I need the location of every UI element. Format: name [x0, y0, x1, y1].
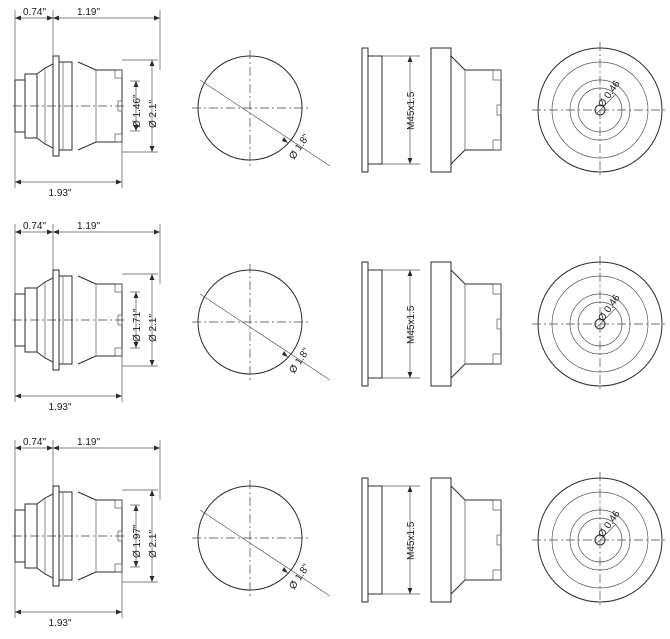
dim-total-depth: 1.93" [48, 402, 71, 413]
drawing-row-3: 0.74" 1.19" 1.93" Ø 1.97" Ø 2.1" Ø 1.8" M45x1.… [13, 437, 668, 629]
dim-cap-diameter: Ø 1.8" [287, 132, 312, 162]
dim-cap-diameter: Ø 1.8" [287, 562, 312, 592]
dim-thread: M45x1.5 [406, 305, 417, 344]
dim-thread: M45x1.5 [406, 521, 417, 560]
housing-view [430, 47, 502, 173]
dim-bezel-depth: 0.74" [23, 221, 46, 232]
back-view: Ø 0.46 [532, 472, 668, 608]
thread-view: M45x1.5 [361, 47, 420, 173]
thread-view: M45x1.5 [361, 477, 420, 603]
dim-inner-diameter: Ø 1.46" [132, 94, 143, 128]
dim-total-depth: 1.93" [48, 618, 71, 629]
drawing-rows: 0.74" 1.19" 1.93" Ø 1.46" Ø 2.1" Ø 1.8" M45x1.… [13, 7, 668, 629]
front-view: Ø 1.8" [192, 264, 331, 381]
dim-inner-diameter: Ø 1.97" [132, 524, 143, 558]
thread-view: M45x1.5 [361, 261, 420, 387]
drawing-row-2: 0.74" 1.19" 1.93" Ø 1.71" Ø 2.1" Ø 1.8" M45x1.… [13, 221, 668, 413]
dim-outer-diameter: Ø 2.1" [148, 530, 159, 558]
side-view: 0.74" 1.19" 1.93" Ø 1.97" Ø 2.1" [13, 437, 161, 629]
housing-view [430, 477, 502, 603]
dim-center-diameter: Ø 0.46 [596, 292, 622, 323]
dim-inner-diameter: Ø 1.71" [132, 308, 143, 342]
dim-body-depth: 1.19" [77, 7, 100, 18]
dim-bezel-depth: 0.74" [23, 437, 46, 448]
dim-cap-diameter: Ø 1.8" [287, 346, 312, 376]
front-view: Ø 1.8" [192, 480, 331, 597]
dim-outer-diameter: Ø 2.1" [148, 100, 159, 128]
side-view: 0.74" 1.19" 1.93" Ø 1.46" Ø 2.1" [13, 7, 161, 199]
back-view: Ø 0.46 [532, 42, 668, 178]
dim-total-depth: 1.93" [48, 188, 71, 199]
housing-view [430, 261, 502, 387]
front-view: Ø 1.8" [192, 50, 331, 167]
dim-outer-diameter: Ø 2.1" [148, 314, 159, 342]
back-view: Ø 0.46 [532, 256, 668, 392]
dim-body-depth: 1.19" [77, 221, 100, 232]
dim-thread: M45x1.5 [406, 91, 417, 130]
drawing-row-1: 0.74" 1.19" 1.93" Ø 1.46" Ø 2.1" Ø 1.8" M45x1.… [13, 7, 668, 199]
dim-body-depth: 1.19" [77, 437, 100, 448]
dim-center-diameter: Ø 0.46 [596, 508, 622, 539]
dim-bezel-depth: 0.74" [23, 7, 46, 18]
dim-center-diameter: Ø 0.46 [596, 78, 622, 109]
side-view: 0.74" 1.19" 1.93" Ø 1.71" Ø 2.1" [13, 221, 161, 413]
